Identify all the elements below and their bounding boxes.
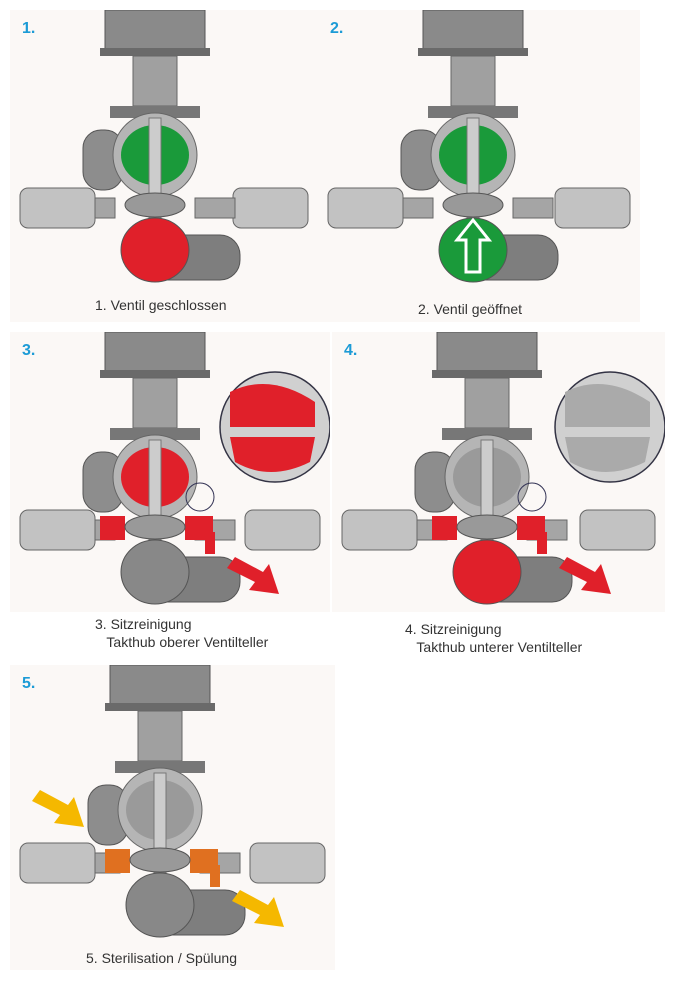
cleaning-channel-left — [105, 849, 130, 873]
detail-upper — [230, 384, 315, 427]
step-number: 3. — [22, 342, 36, 359]
detail-lower — [230, 437, 315, 472]
cleaning-valve-actuator — [341, 509, 418, 551]
lantern — [450, 55, 496, 107]
cleaning-valve-actuator — [19, 842, 96, 884]
caption: 4. Sitzreinigung — [405, 621, 502, 637]
outflow-arrow — [232, 890, 284, 927]
actuator-housing — [104, 10, 206, 51]
caption: 2. Ventil geöffnet — [418, 301, 523, 317]
lantern — [132, 55, 178, 107]
flow-arrow-up — [453, 217, 493, 274]
lower-chamber — [120, 539, 190, 605]
caption-line-2: Takthub unterer Ventilteller — [405, 639, 583, 655]
valve-seat — [442, 192, 504, 218]
caption-line-2: Takthub oberer Ventilteller — [95, 634, 269, 650]
cleaning-line — [94, 197, 116, 219]
drain-outlet — [210, 865, 220, 887]
actuator-housing — [109, 665, 211, 706]
valve-diagram-seat-cleaning-lower — [341, 332, 665, 605]
valve-diagram-seat-cleaning-upper — [19, 332, 330, 605]
cleaning-valve-actuator — [19, 509, 96, 551]
panel-3: 3. — [10, 332, 330, 612]
actuator-flange — [432, 370, 542, 378]
cleaning-valve-actuator — [19, 187, 96, 229]
upper-flange — [442, 428, 532, 440]
valve-diagram-open — [327, 10, 631, 283]
lower-chamber — [452, 539, 522, 605]
valve-diagram-closed — [19, 10, 309, 283]
panel-1: 1. 1. Ventil geschlossen — [10, 10, 318, 322]
detail-marker — [517, 482, 547, 512]
detail-upper — [565, 384, 650, 427]
valve-seat — [129, 847, 191, 873]
valve-seat — [124, 192, 186, 218]
actuator-flange — [100, 48, 210, 56]
cleaning-valve-actuator — [249, 842, 326, 884]
caption: 3. Sitzreinigung — [95, 616, 192, 632]
actuator-housing — [436, 332, 538, 373]
cleaning-channel-left — [100, 516, 125, 540]
valve-seat — [124, 514, 186, 540]
cleaning-line — [402, 197, 434, 219]
actuator-flange — [418, 48, 528, 56]
valve-seat — [456, 514, 518, 540]
panel-4: 4. — [332, 332, 665, 612]
upper-flange — [428, 106, 518, 118]
actuator-flange — [100, 370, 210, 378]
cleaning-line — [194, 197, 236, 219]
cleaning-valve-actuator — [554, 187, 631, 229]
actuator-housing — [422, 10, 524, 51]
cleaning-valve-actuator — [327, 187, 404, 229]
actuator-flange — [105, 703, 215, 711]
upper-flange — [110, 106, 200, 118]
drain-outlet — [205, 532, 215, 554]
step-number: 2. — [330, 20, 344, 37]
lantern — [132, 377, 178, 429]
cleaning-line — [512, 197, 554, 219]
detail-lower — [565, 437, 650, 472]
inflow-arrow — [32, 790, 84, 827]
panel-5: 5. 5. Sterilisation / Spülung — [10, 665, 335, 970]
lower-chamber — [125, 872, 195, 938]
cleaning-valve-actuator — [232, 187, 309, 229]
drain-outlet — [537, 532, 547, 554]
caption: 1. Ventil geschlossen — [95, 297, 227, 313]
step-number: 1. — [22, 20, 36, 37]
actuator-housing — [104, 332, 206, 373]
detail-marker — [185, 482, 215, 512]
outflow-arrow — [227, 557, 279, 594]
upper-flange — [110, 428, 200, 440]
step-number: 5. — [22, 675, 36, 692]
valve-diagram-sterilisation — [19, 665, 326, 938]
cleaning-valve-actuator — [579, 509, 656, 551]
lantern — [137, 710, 183, 762]
panel-2: 2. 2. Ventil geöffnet — [318, 10, 640, 322]
upper-flange — [115, 761, 205, 773]
cleaning-valve-actuator — [244, 509, 321, 551]
cleaning-channel-left — [432, 516, 457, 540]
outflow-arrow — [559, 557, 611, 594]
lower-chamber — [120, 217, 190, 283]
caption: 5. Sterilisation / Spülung — [86, 950, 237, 966]
step-number: 4. — [344, 342, 358, 359]
lantern — [464, 377, 510, 429]
